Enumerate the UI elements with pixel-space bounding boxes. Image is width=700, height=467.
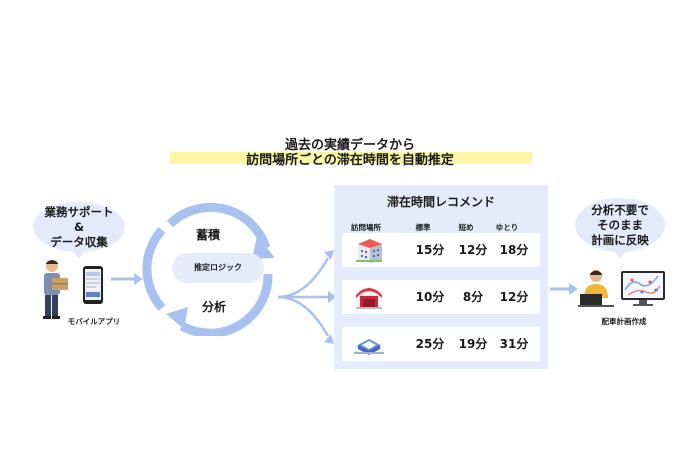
analysis-label: 分析 — [202, 300, 227, 314]
map-monitor-icon — [621, 271, 665, 306]
header-line-2: 訪問場所ごとの滞在時間を自動推定 — [246, 153, 454, 168]
standard-time: 25分 — [415, 337, 445, 351]
warehouse-icon — [354, 339, 384, 355]
estimation-logic-pill: 推定ロジック — [172, 253, 264, 283]
table-row: 10分 8分 12分 — [342, 280, 540, 314]
short-time: 12分 — [458, 243, 488, 257]
column-header-short: 短め — [458, 223, 474, 232]
branch-arrows — [277, 250, 337, 344]
house-icon — [356, 288, 382, 309]
smartphone-icon — [83, 266, 103, 304]
office-worker-icon — [578, 270, 614, 307]
panel-title: 滞在時間レコメンド — [386, 195, 495, 209]
worker-icon — [43, 260, 68, 319]
app-caption: モバイルアプリ — [67, 317, 121, 326]
planning-caption: 配車計画作成 — [601, 317, 647, 326]
bubble-line: 分析不要で — [591, 202, 649, 217]
header-line-1: 過去の実績データから — [284, 138, 415, 153]
column-header-relaxed: ゆとり — [495, 223, 519, 232]
relaxed-time: 18分 — [499, 243, 529, 257]
bubble-line: 業務サポート — [44, 204, 114, 219]
cycle-arrows — [142, 202, 275, 336]
no-analysis-bubble: 分析不要で そのまま 計画に反映 — [575, 198, 665, 259]
column-header-standard: 標準 — [415, 223, 431, 232]
bubble-line: & — [73, 219, 85, 234]
arrow-to-cycle — [111, 273, 143, 285]
relaxed-time: 31分 — [499, 337, 529, 351]
bubble-line: そのまま — [597, 217, 643, 232]
standard-time: 15分 — [415, 243, 445, 257]
relaxed-time: 12分 — [499, 290, 529, 304]
table-row: 15分 12分 18分 — [342, 233, 540, 267]
bubble-line: 計画に反映 — [591, 232, 649, 247]
stay-time-recommend-panel: 滞在時間レコメンド 訪問場所 標準 短め ゆとり 15分 12分 18分 10分 — [334, 185, 548, 369]
bubble-line: データ収集 — [50, 234, 108, 249]
data-collection-bubble: 業務サポート & データ収集 — [33, 202, 125, 259]
table-row: 25分 19分 31分 — [342, 327, 540, 361]
arrow-to-planning — [550, 283, 578, 295]
column-header-place: 訪問場所 — [351, 223, 381, 232]
short-time: 8分 — [462, 290, 484, 304]
short-time: 19分 — [458, 337, 488, 351]
building-icon — [356, 239, 382, 263]
header-highlight — [170, 152, 532, 164]
accumulate-label: 蓄積 — [196, 228, 221, 242]
standard-time: 10分 — [415, 290, 445, 304]
